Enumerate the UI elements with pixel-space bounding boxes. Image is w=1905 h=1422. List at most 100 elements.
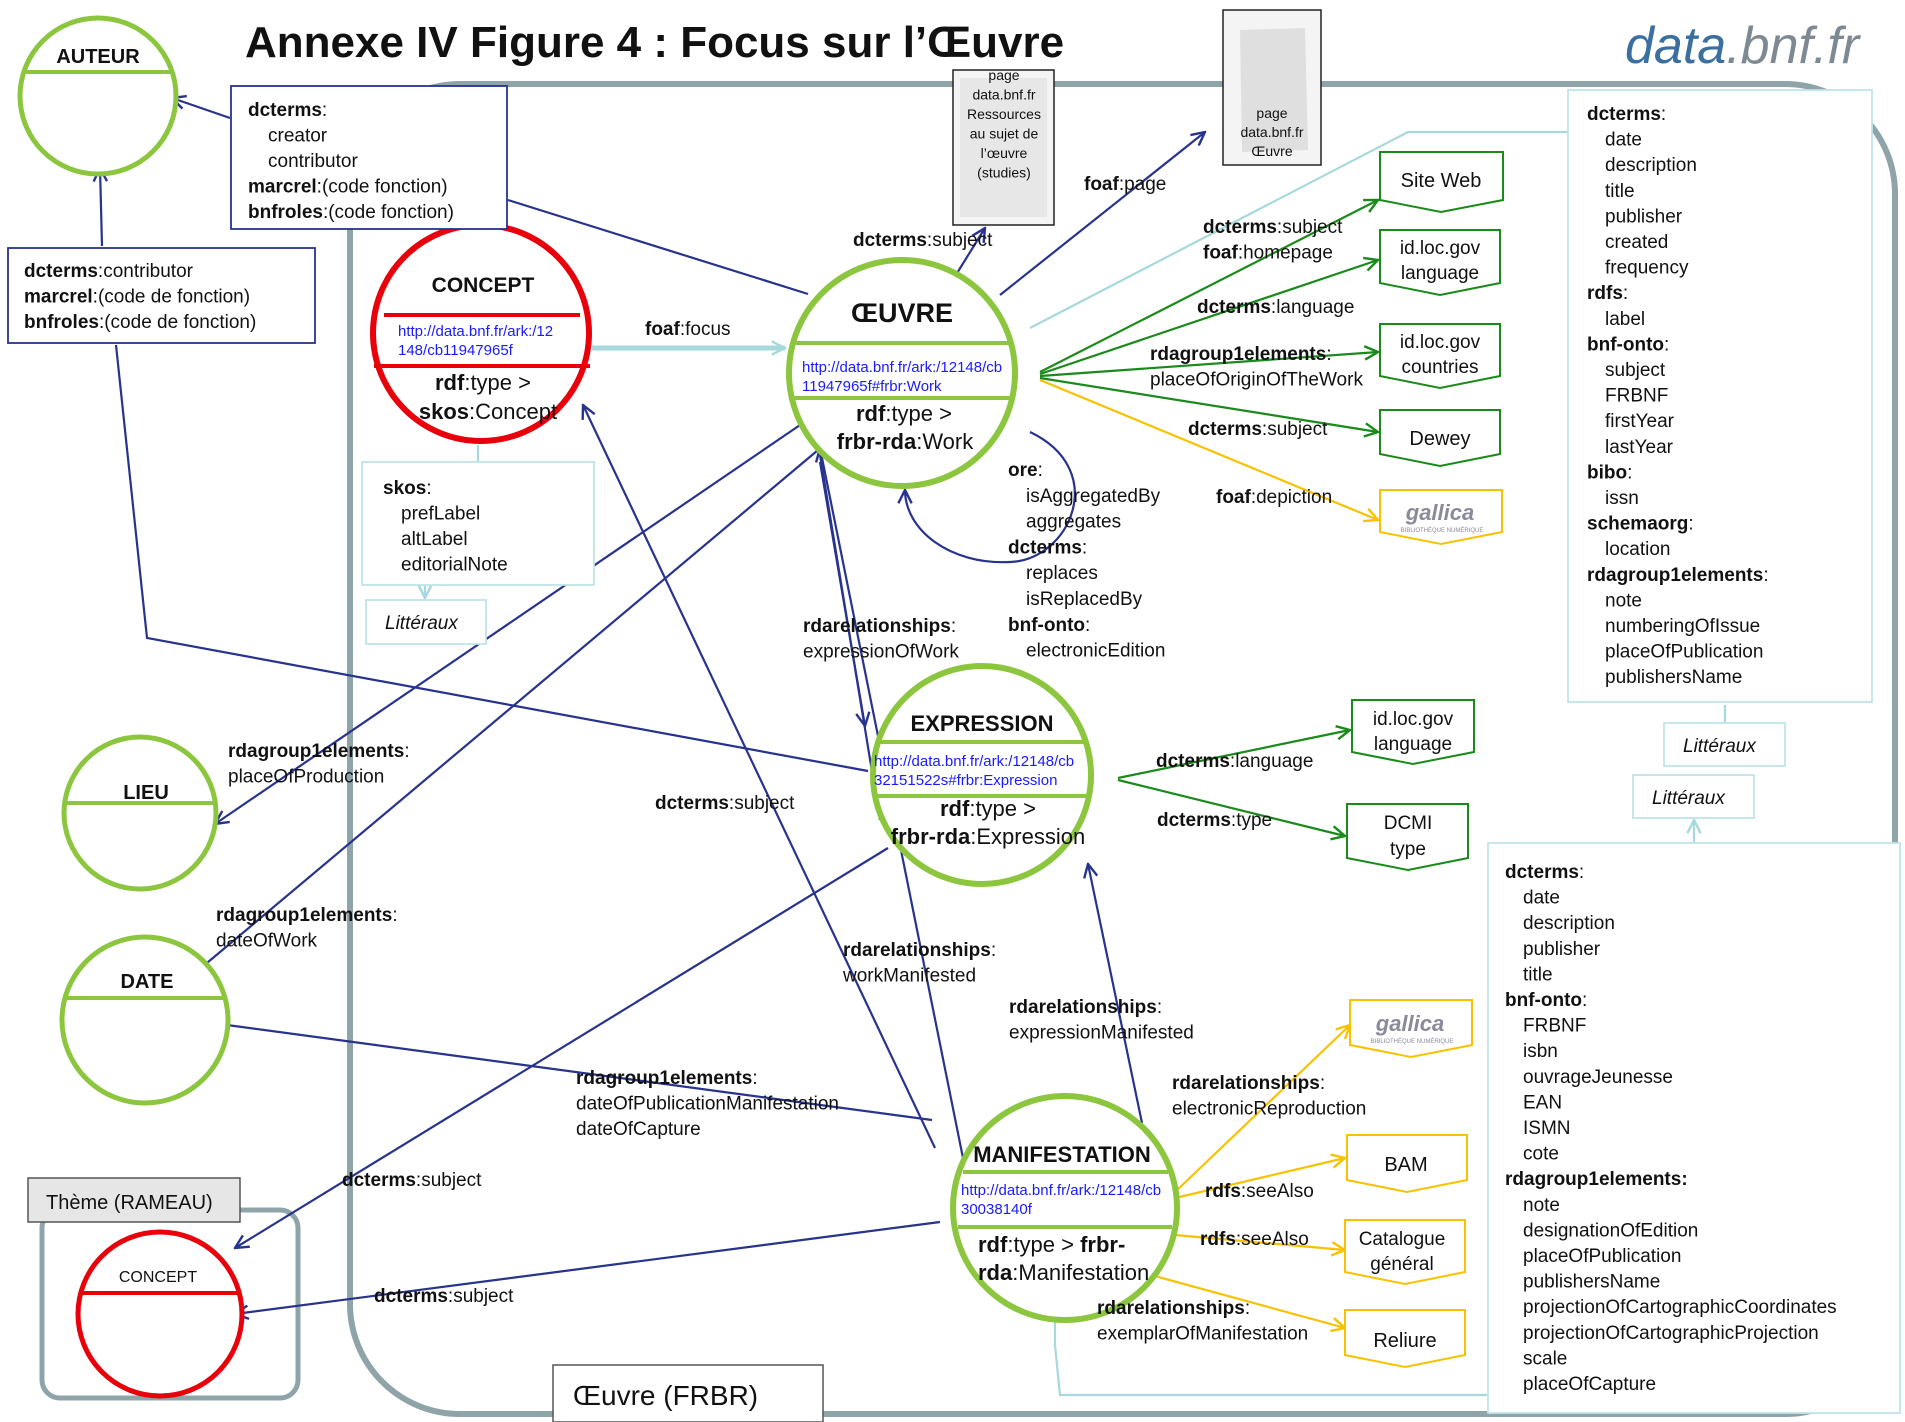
target-dewey[interactable]: Dewey [1379,409,1501,468]
node-date[interactable]: DATE [59,934,231,1106]
label-place-origin: rdagroup1elements: placeOfOriginOfTheWork [1150,344,1363,391]
oeuvre-frbr-label-box [552,1364,824,1422]
property-line: cote [1523,1144,1559,1165]
concept-uri-line2[interactable]: 148/cb11947965f [398,342,514,359]
property-line: electronicReproduction [1172,1099,1366,1120]
property-line: FRBNF [1523,1016,1586,1037]
property-line: rdarelationships: [843,940,996,961]
label-expr-manifested: rdarelationships:expressionManifested [1009,997,1194,1044]
target-reliure[interactable]: Reliure [1344,1309,1466,1369]
property-line: rdagroup1elements: [1505,1169,1688,1190]
label-language-1: dcterms:language [1197,297,1354,318]
target-gallica-2[interactable]: gallica BIBLIOTHÈQUE NUMÉRIQUE [1349,999,1473,1059]
property-line: EAN [1523,1092,1562,1113]
oeuvre-type-line1: rdf:type > [856,401,952,426]
label-place-production: rdagroup1elements:placeOfProduction [228,741,410,788]
node-concept-small[interactable]: CONCEPT [75,1229,245,1399]
text-line: Ressources [967,106,1041,122]
property-line: publisher [1605,206,1683,227]
property-line: placeOfPublication [1523,1246,1681,1267]
property-line: rdagroup1elements: [1587,565,1769,586]
label-date-of-work: rdagroup1elements:dateOfWork [216,905,398,952]
text-line: language [1401,263,1479,284]
property-line: location [1605,539,1671,560]
box-creator: dcterms:creatorcontributormarcrel:(code … [230,85,508,230]
concept-title: CONCEPT [432,274,535,297]
target-gallica-1[interactable]: gallica BIBLIOTHÈQUE NUMÉRIQUE [1379,489,1503,546]
box-manif-props: dcterms:datedescriptionpublishertitlebnf… [1487,842,1901,1414]
property-line: dcterms:subject [1203,217,1343,238]
edge-oeuvre-to-date [195,439,831,973]
property-line: dcterms:subject [342,1170,482,1191]
property-line: replaces [1026,563,1098,584]
label-see-also-1: rdfs:seeAlso [1205,1181,1314,1202]
oeuvre-uri-line2[interactable]: 11947965f#frbr:Work [802,378,942,395]
property-line: exemplarOfManifestation [1097,1324,1308,1345]
oeuvre-frbr-frame [347,81,1898,1417]
property-line: rdagroup1elements: [1150,344,1332,365]
expression-uri-line2[interactable]: 32151522s#frbr:Expression [874,772,1057,789]
property-line: prefLabel [401,504,480,525]
property-line: issn [1605,488,1639,509]
property-line: ore: [1008,460,1043,481]
target-bam[interactable]: BAM [1346,1134,1468,1194]
text-line: data.bnf.fr [972,87,1035,103]
expression-uri-line1[interactable]: http://data.bnf.fr/ark:/12148/cb [874,753,1074,770]
label-subject-theme: dcterms:subject [342,1170,482,1191]
text-line: Catalogue [1359,1229,1446,1250]
label-type-dcmi: dcterms:type [1157,810,1272,831]
target-site-web[interactable]: Site Web [1379,151,1504,214]
property-line: isbn [1523,1041,1558,1062]
node-manifestation[interactable]: MANIFESTATION http://data.bnf.fr/ark:/12… [950,1093,1180,1323]
text-line: page [988,67,1019,83]
property-line: dcterms:subject [374,1286,514,1307]
label-subject-studies: dcterms:subject [853,230,993,251]
property-line: ouvrageJeunesse [1523,1067,1673,1088]
node-expression[interactable]: EXPRESSION http://data.bnf.fr/ark:/12148… [870,663,1094,887]
label-expression-of-work: rdarelationships:expressionOfWork [803,616,959,663]
property-line: dcterms:type [1157,810,1272,831]
edge-manif-to-catalogue [1174,1233,1345,1250]
label-work-manifested: rdarelationships:workManifested [842,940,996,987]
property-line: scale [1523,1348,1567,1369]
oeuvre-uri-line1[interactable]: http://data.bnf.fr/ark:/12148/cb [802,359,1002,376]
node-auteur[interactable]: AUTEUR [17,15,179,177]
node-concept[interactable]: CONCEPT http://data.bnf.fr/ark:/12 148/c… [370,222,592,444]
concept-uri-line1[interactable]: http://data.bnf.fr/ark:/12 [398,323,553,340]
property-line: placeOfOriginOfTheWork [1150,370,1363,391]
box-work-props: dcterms:datedescriptiontitlepublishercre… [1567,89,1873,703]
oeuvre-type-line2: frbr-rda:Work [837,429,974,454]
edge-manif-to-expression [1088,864,1144,1124]
property-line: date [1605,130,1642,151]
edge-oeuvre-to-page [999,132,1205,296]
property-line: marcrel:(code de fonction) [24,287,250,308]
property-line: description [1605,155,1697,176]
edge-expression-to-theme [235,847,889,1248]
edge-oeuvre-to-siteweb [1039,200,1378,373]
property-line: skos: [383,478,432,499]
property-line: note [1605,590,1642,611]
theme-label-box [27,1177,241,1223]
manifestation-title: MANIFESTATION [973,1142,1151,1167]
node-lieu[interactable]: LIEU [61,734,219,892]
edge-oeuvre-to-studies [953,228,985,279]
expression-title: EXPRESSION [910,711,1053,736]
node-oeuvre[interactable]: ŒUVRE http://data.bnf.fr/ark:/12148/cb 1… [786,257,1018,489]
text-line: data.bnf.fr [1240,124,1303,140]
property-line: expressionManifested [1009,1023,1194,1044]
manifestation-uri-line1[interactable]: http://data.bnf.fr/ark:/12148/cb [961,1182,1161,1199]
manifestation-uri-line2[interactable]: 30038140f [961,1201,1033,1218]
auteur-label: AUTEUR [56,46,140,68]
lieu-label: LIEU [123,782,169,804]
site-web-label: Site Web [1401,170,1482,192]
property-line: placeOfPublication [1605,642,1763,663]
